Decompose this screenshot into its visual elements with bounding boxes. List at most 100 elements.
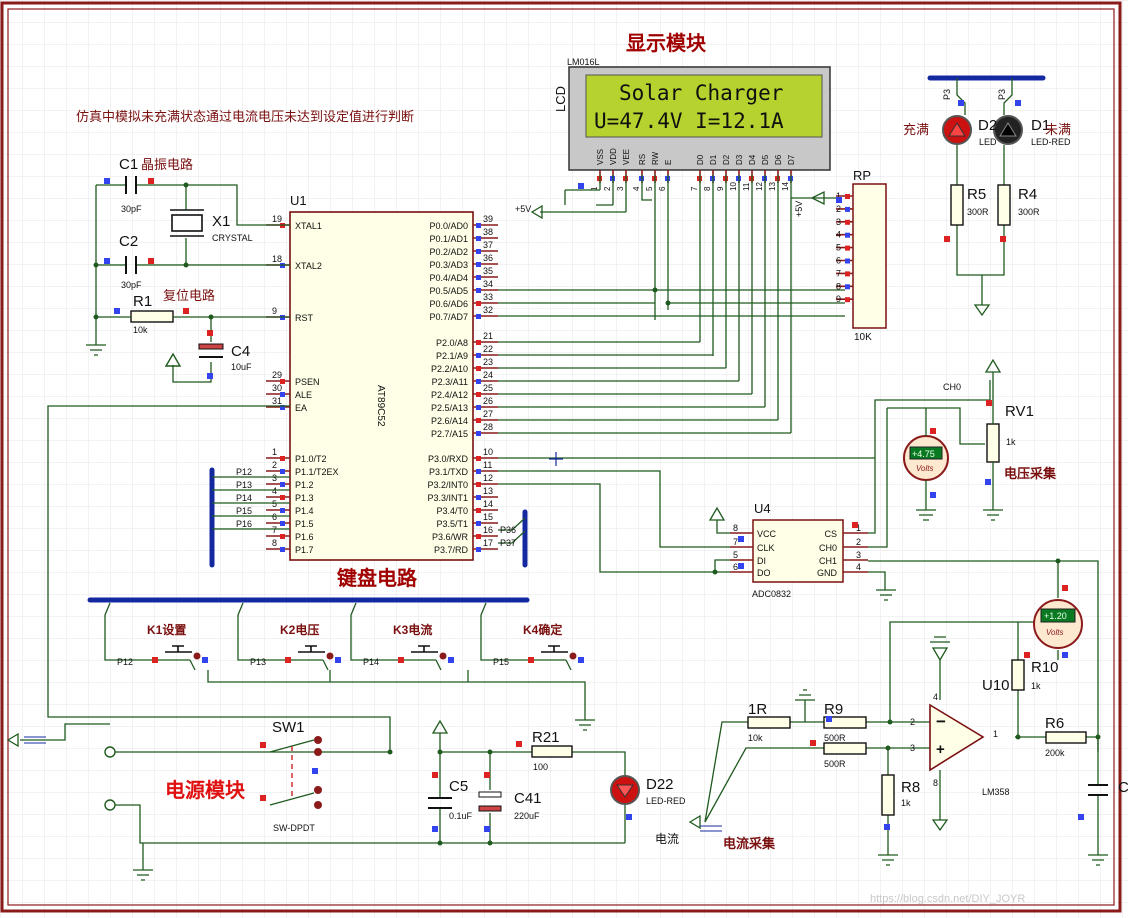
key-2-label: K2电压	[280, 622, 319, 637]
mcu-pin-num: 35	[483, 266, 493, 276]
mcu-pin-p0-3-ad3: P0.3/AD3	[429, 260, 468, 270]
mcu-pin-p0-6-ad6: P0.6/AD6	[429, 299, 468, 309]
bus-label-p15: P15	[236, 506, 252, 516]
amp-pin-3: 3	[910, 743, 915, 753]
bus-label-p12: P12	[236, 467, 252, 477]
adc-pin-num: 3	[856, 550, 861, 560]
keyboard-circuit-title: 键盘电路	[337, 566, 418, 590]
lcd-line-1: Solar Charger	[619, 81, 783, 105]
c4-val: 10uF	[231, 362, 252, 372]
rp-val: 10K	[854, 332, 872, 343]
lcd-pin-num: 2	[603, 186, 612, 191]
lcd-pin-num: 6	[658, 186, 667, 191]
crystal-desc: 晶振电路	[141, 157, 193, 172]
mcu-pin-p1-4: P1.4	[295, 506, 314, 516]
c5-ref: C5	[449, 778, 468, 795]
mcu-pin-p0-2-ad2: P0.2/AD2	[429, 247, 468, 257]
adc-pin-num: 4	[856, 562, 861, 572]
mcu-pin-p3-7-rd: P3.7/RD	[434, 545, 469, 555]
mcu-pin-psen: PSEN	[295, 377, 320, 387]
lcd-pin-num: 7	[690, 186, 699, 191]
mcu-pin-num: 39	[483, 214, 493, 224]
mcu-pin-p2-5-a13: P2.5/A13	[431, 403, 468, 413]
c41-ref: C41	[514, 790, 542, 807]
mcu-pin-num: 30	[272, 383, 282, 393]
voltmeter-1-reading: +4.75	[912, 449, 935, 459]
adc-pin-di: DI	[757, 556, 766, 566]
mcu-pin-p3-0-rxd: P3.0/RXD	[428, 454, 469, 464]
adc-part: ADC0832	[752, 589, 791, 599]
lcd-pin-num: 10	[729, 182, 738, 191]
rp-pin-4: 4	[836, 230, 841, 240]
mcu-pin-p3-6-wr: P3.6/WR	[432, 532, 469, 542]
r9-val: 500R	[824, 733, 846, 743]
mcu-pin-p0-5-ad5: P0.5/AD5	[429, 286, 468, 296]
display-module-title: 显示模块	[626, 31, 707, 55]
mcu-pin-num: 21	[483, 331, 493, 341]
c41-val: 220uF	[514, 811, 540, 821]
mcu-pin-num: 14	[483, 499, 493, 509]
c1-val: 30pF	[121, 204, 142, 214]
rp-pin-5: 5	[836, 243, 841, 253]
amp-pin-8: 8	[933, 778, 938, 788]
mcu-pin-p1-7: P1.7	[295, 545, 314, 555]
voltmeter-1-unit: Volts	[916, 464, 934, 473]
mcu-pin-num: 16	[483, 525, 493, 535]
lcd-display: LM016L Solar Charger U=47.4V I=12.1A LCD…	[553, 57, 831, 191]
d22-ref: D22	[646, 776, 674, 793]
current-sampling-desc: 电流采集	[723, 836, 776, 851]
mcu-pin-p0-4-ad4: P0.4/AD4	[429, 273, 468, 283]
led-d2-ref: D2	[978, 117, 997, 134]
adc-pin-ch1: CH1	[819, 556, 837, 566]
x1-val: CRYSTAL	[212, 233, 253, 243]
c1-ref: C1	[119, 156, 138, 173]
mcu-pin-p2-2-a10: P2.2/A10	[431, 364, 468, 374]
voltage-sampling-desc: 电压采集	[1004, 466, 1057, 481]
mcu-pin-num: 2	[272, 460, 277, 470]
mcu-pin-num: 26	[483, 396, 493, 406]
mcu-pin-num: 15	[483, 512, 493, 522]
rp-pin-8: 8	[836, 281, 841, 291]
r10-ref: R10	[1031, 659, 1059, 676]
power-module: SW1 SW-DPDT C5 0.1uF C41 220uF R21 100 D…	[6, 719, 686, 881]
c-output-ref: C	[1118, 779, 1128, 796]
lcd-part: LM016L	[567, 57, 600, 67]
mcu-pin-xtal2: XTAL2	[295, 261, 322, 271]
bus-label-p13: P13	[236, 480, 252, 490]
ch0-label: CH0	[943, 382, 961, 392]
rp-pin-7: 7	[836, 268, 841, 278]
rp-pin-1: 1	[836, 191, 841, 201]
mcu-pin-p3-3-int1: P3.3/INT1	[427, 493, 468, 503]
mcu-pin-num: 9	[272, 306, 277, 316]
lcd-pin-e: E	[664, 160, 673, 165]
adc-pin-gnd: GND	[817, 568, 838, 578]
lcd-pin-vss: VSS	[596, 149, 605, 165]
adc-pin-num: 6	[733, 562, 738, 572]
bus-label-p16: P16	[236, 519, 252, 529]
mcu-pin-num: 22	[483, 344, 493, 354]
mcu-ref: U1	[290, 193, 307, 208]
r6-ref: R6	[1045, 715, 1064, 732]
mcu-pin-p1-5: P1.5	[295, 519, 314, 529]
lcd-pin-d2: D2	[722, 154, 731, 165]
mcu-pin-num: 38	[483, 227, 493, 237]
mcu-pin-num: 34	[483, 279, 493, 289]
adc-pin-num: 1	[856, 523, 861, 533]
r21-ref: R21	[532, 729, 560, 746]
lcd-pin-num: 5	[645, 186, 654, 191]
bus-label-p14: P14	[236, 493, 252, 503]
r10-val: 1k	[1031, 681, 1041, 691]
simulation-note: 仿真中模拟未充满状态通过电流电压未达到设定值进行判断	[76, 109, 414, 124]
power-module-title: 电源模块	[165, 778, 246, 802]
adc-pin-cs: CS	[824, 529, 837, 539]
mcu-pin-p2-0-a8: P2.0/A8	[436, 338, 468, 348]
lcd-pin-d1: D1	[709, 154, 718, 165]
r1r-val: 10k	[748, 733, 763, 743]
mcu-pin-num: 27	[483, 409, 493, 419]
lcd-pin-num: 11	[742, 182, 751, 191]
